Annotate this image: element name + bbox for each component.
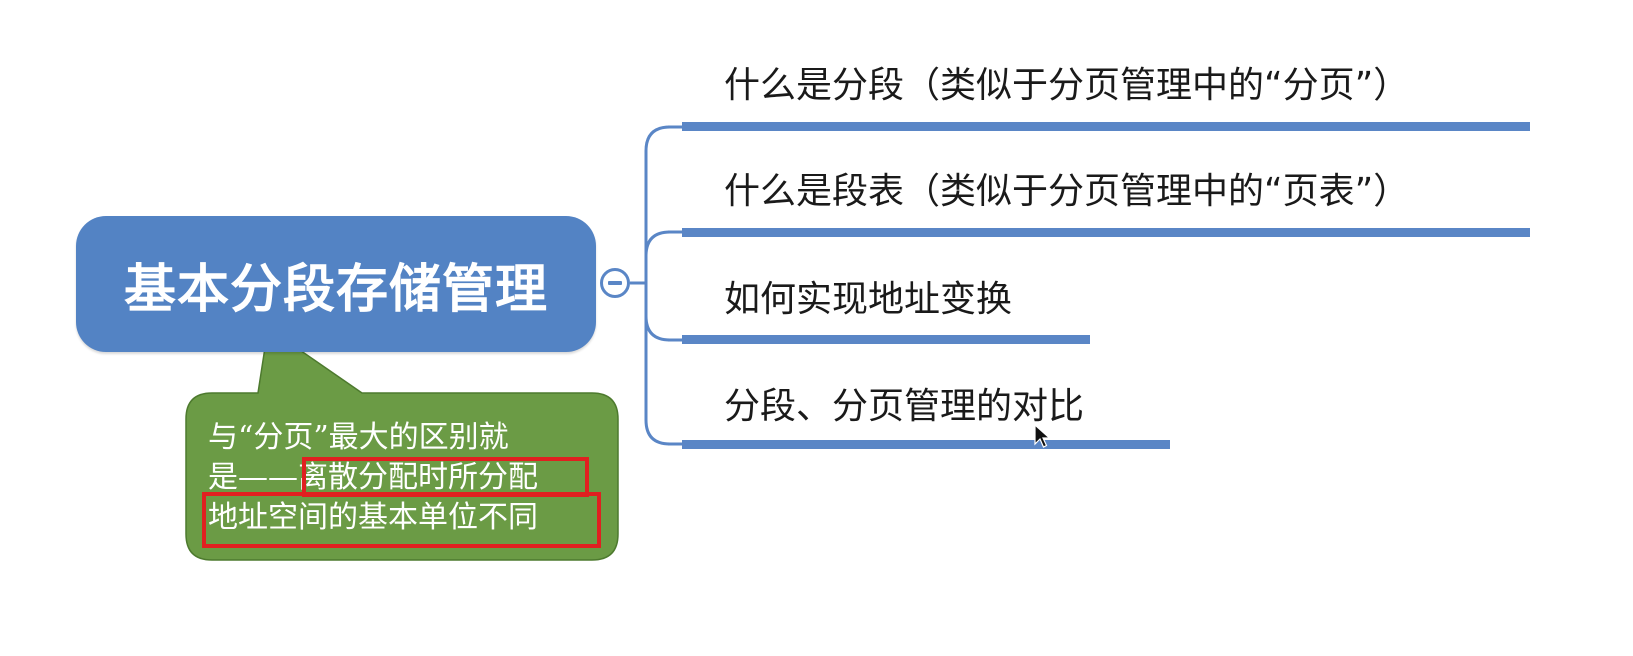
branch-label-what-is-segment[interactable]: 什么是分段（类似于分页管理中的“分页”）	[724, 65, 1410, 106]
branch-label-address-translation[interactable]: 如何实现地址变换	[724, 279, 1013, 320]
callout-line-1: 与“分页”最大的区别就	[208, 420, 509, 455]
branch-underline-3	[682, 335, 1090, 344]
callout-line-3: 地址空间的基本单位不同	[208, 500, 538, 535]
branch-label-what-is-segment-table[interactable]: 什么是段表（类似于分页管理中的“页表”）	[724, 171, 1410, 212]
root-node[interactable]: 基本分段存储管理	[76, 216, 596, 352]
callout-bubble	[185, 326, 619, 561]
branch-underline-1	[682, 122, 1530, 131]
connector-branch-3	[644, 315, 671, 342]
connector-spine	[644, 125, 671, 446]
connector-branch-2	[644, 230, 671, 257]
branch-underline-4	[682, 440, 1170, 449]
callout-line-2: 是——离散分配时所分配	[208, 458, 603, 498]
highlight-box-2	[202, 492, 601, 548]
branch-label-segment-vs-page[interactable]: 分段、分页管理的对比	[724, 386, 1085, 427]
root-title: 基本分段存储管理	[123, 259, 548, 320]
minus-icon	[608, 281, 622, 285]
collapse-toggle-button[interactable]	[600, 268, 630, 298]
branch-underline-2	[682, 228, 1530, 237]
callout-line-2-prefix: 是——	[208, 460, 298, 495]
mouse-pointer-icon	[1034, 424, 1052, 448]
highlight-box-1	[302, 457, 589, 497]
callout-note: 与“分页”最大的区别就 是——离散分配时所分配 地址空间的基本单位不同	[208, 418, 603, 538]
callout-highlight-1: 离散分配时所分配	[298, 460, 538, 495]
